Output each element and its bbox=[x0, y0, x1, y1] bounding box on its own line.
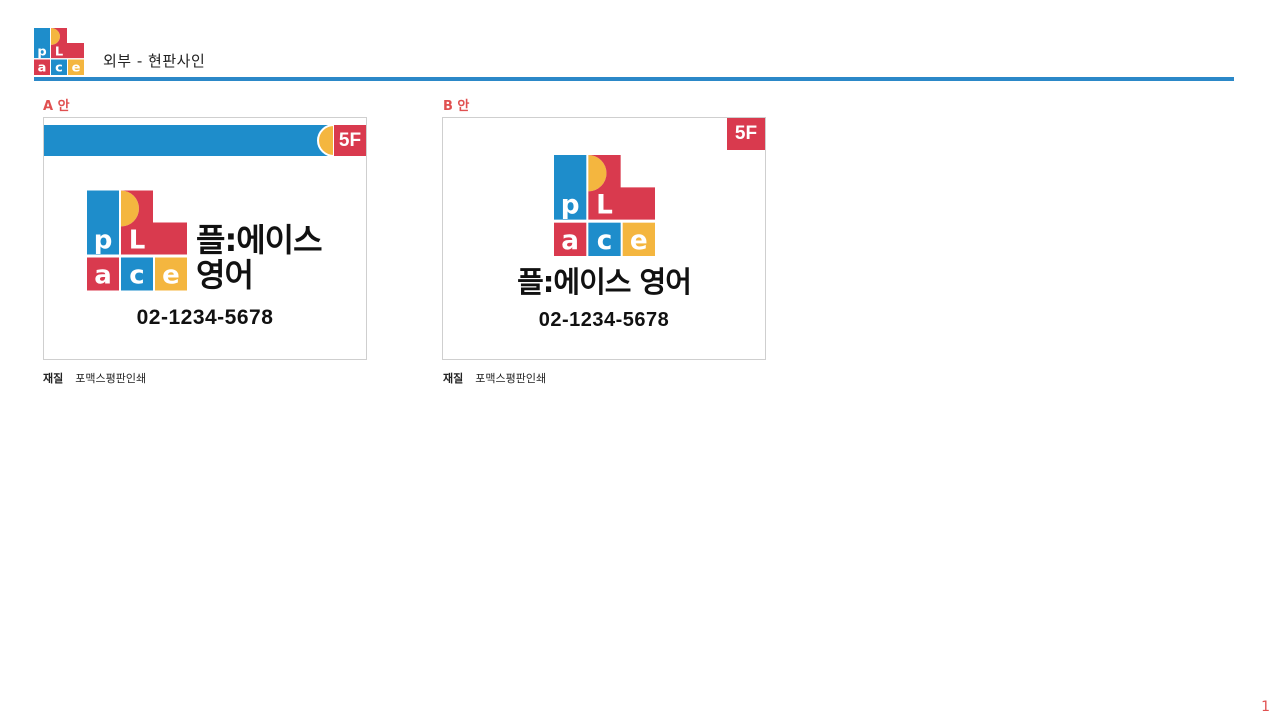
brand-name-line1: 플:에이스 bbox=[196, 221, 323, 259]
brand-name-line2: 영어 bbox=[196, 256, 254, 294]
place-logo-icon bbox=[34, 28, 84, 75]
brand-name: 플:에이스 영어 bbox=[517, 265, 692, 299]
material-value: 포맥스평판인쇄 bbox=[75, 372, 147, 385]
blue-band bbox=[44, 125, 366, 156]
material-value: 포맥스평판인쇄 bbox=[475, 372, 547, 385]
header-divider bbox=[34, 77, 1234, 81]
phone-number: 02-1234-5678 bbox=[136, 306, 274, 329]
material-info-b: 재질 포맥스평판인쇄 bbox=[443, 370, 546, 386]
sign-board-option-a: 5F 플:에이스 영어 02-1234-5678 bbox=[43, 117, 367, 360]
yellow-half-circle-icon bbox=[317, 125, 334, 156]
option-b-label: B 안 bbox=[443, 99, 470, 114]
material-info-a: 재질 포맥스평판인쇄 bbox=[43, 370, 146, 386]
page-title: 외부 - 현판사인 bbox=[103, 52, 206, 70]
page-number: 1 bbox=[1261, 699, 1270, 715]
sign-board-option-b: 5F 플:에이스 영어 02-1234-5678 bbox=[442, 117, 766, 360]
floor-badge: 5F bbox=[334, 125, 366, 156]
floor-badge: 5F bbox=[727, 118, 765, 150]
phone-number: 02-1234-5678 bbox=[538, 309, 670, 331]
material-label: 재질 bbox=[443, 372, 464, 385]
place-logo-icon bbox=[554, 155, 655, 256]
option-a-label: A 안 bbox=[43, 99, 70, 114]
material-label: 재질 bbox=[43, 372, 64, 385]
place-logo-icon bbox=[87, 190, 187, 291]
